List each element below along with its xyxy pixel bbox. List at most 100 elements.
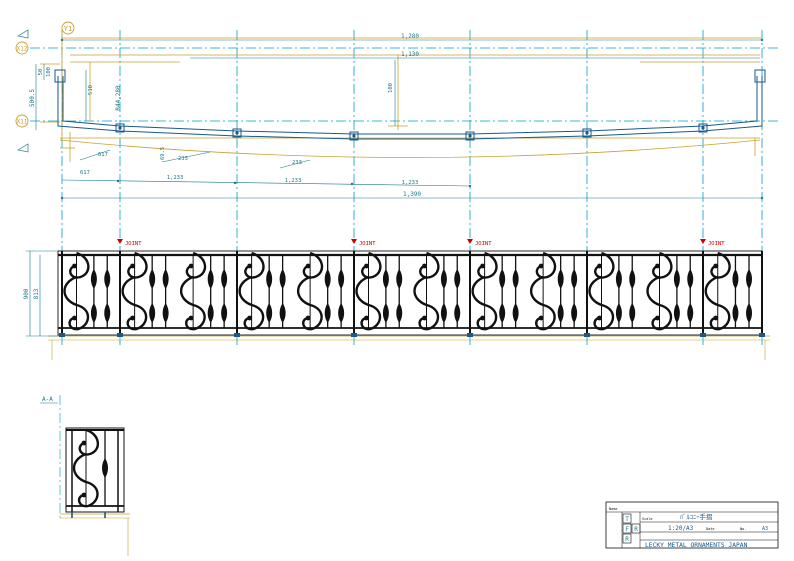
railing-panels: [59, 251, 765, 337]
dim-chain-2: 1,233: [285, 178, 302, 184]
grid-label-x12: X12: [17, 46, 28, 53]
spear-ornament: [338, 303, 345, 323]
railing-bay: [121, 251, 169, 331]
plan-post: [465, 131, 475, 141]
post-base: [467, 333, 473, 337]
spear-ornament: [221, 303, 228, 323]
dim-chain-3: 1,233: [402, 180, 419, 186]
railing-bay: [413, 251, 461, 331]
dim-offset-b: 100: [388, 83, 394, 93]
spear-ornament: [615, 303, 622, 323]
spear-ornament: [324, 269, 331, 289]
joint-marker: JOINT: [117, 239, 142, 247]
dim-left-small-b: 100: [46, 67, 52, 77]
view-right-label: R: [634, 526, 638, 533]
spear-ornament: [629, 303, 636, 323]
title-block: T F R R Name Scale ﾊﾞﾙｺﾆｰ手摺 1:20/A3 Date…: [605, 501, 779, 549]
joint-markers: JOINT JOINT JOINT JOINT: [117, 239, 725, 247]
spear-ornament: [673, 269, 680, 289]
leader-lines: [79, 149, 311, 169]
spear-ornament: [162, 269, 169, 289]
spear-ornament: [629, 269, 636, 289]
plan-posts: [115, 123, 708, 141]
joint-marker: JOINT: [467, 239, 492, 247]
grid-bubble-x11: X11: [15, 114, 29, 128]
spear-ornament: [207, 303, 214, 323]
post-base: [351, 333, 357, 337]
spear-ornament: [499, 303, 506, 323]
spear-ornament: [732, 303, 739, 323]
tb-project-name: ﾊﾞﾙｺﾆｰ手摺: [680, 512, 713, 521]
spear-ornament: [396, 269, 403, 289]
tb-name-caption: Name: [609, 507, 617, 511]
section-spear: [102, 458, 108, 478]
spear-ornament: [746, 269, 753, 289]
dim-gap-a: 69.5: [160, 147, 166, 160]
end-post-left: [54, 69, 66, 83]
post-base: [584, 333, 590, 337]
dim-radius: R44,280: [115, 85, 122, 111]
dim-seg-233b: 233: [292, 160, 302, 166]
dim-seg-617b: 617: [80, 170, 90, 176]
railing-bay: [646, 251, 694, 331]
railing-bay: [238, 251, 286, 331]
grid-label-y1: Y1: [64, 25, 72, 33]
railing-bay: [471, 251, 519, 331]
grid-label-x11: X11: [17, 119, 28, 126]
railing-bay: [588, 251, 636, 331]
spear-ornament: [149, 303, 156, 323]
spear-ornament: [266, 269, 273, 289]
spear-ornament: [557, 269, 564, 289]
railing-bay: [296, 251, 345, 331]
joint-label: JOINT: [475, 241, 492, 247]
post-base: [700, 333, 706, 337]
plan-post: [582, 128, 592, 138]
dim-left-height: 500.5: [29, 89, 36, 107]
dim-seg-617: 617: [98, 152, 108, 158]
spear-ornament: [571, 303, 578, 323]
dim-left-small-a: 50: [38, 69, 44, 76]
dim-height-rail: 813: [33, 288, 40, 299]
railing-bay: [704, 251, 753, 331]
view-top-label: T: [625, 516, 629, 523]
spear-ornament: [396, 303, 403, 323]
spear-ornament: [440, 269, 447, 289]
dim-inner-top: 1,130: [401, 51, 419, 58]
tb-date-caption: Date: [706, 527, 714, 531]
railing-bay: [355, 251, 403, 331]
section-a-a: A-A: [40, 395, 130, 556]
joint-label: JOINT: [359, 241, 376, 247]
dim-overall-bottom: 1,390: [403, 191, 421, 198]
plan-post: [349, 131, 359, 141]
tb-scale: 1:20/A3: [668, 525, 694, 532]
post-base: [59, 333, 65, 337]
spear-ornament: [382, 303, 389, 323]
spear-ornament: [732, 269, 739, 289]
plan-post: [232, 128, 242, 138]
spear-ornament: [571, 269, 578, 289]
railing-bay: [179, 251, 228, 331]
spear-ornament: [557, 303, 564, 323]
spear-ornament: [382, 269, 389, 289]
railing-frame: [57, 250, 763, 336]
tb-no-caption: No.: [740, 527, 746, 531]
spear-ornament: [90, 269, 97, 289]
spear-ornament: [266, 303, 273, 323]
joint-marker: JOINT: [700, 239, 725, 247]
dimension-ticks: [60, 38, 764, 200]
spear-ornament: [207, 269, 214, 289]
joint-label: JOINT: [125, 241, 142, 247]
tb-scale-caption: Scale: [642, 517, 653, 521]
dim-offset-a: 510: [88, 85, 94, 95]
railing-plan: [57, 76, 763, 140]
spear-ornament: [149, 269, 156, 289]
spear-ornament: [104, 303, 111, 323]
spear-ornament: [512, 269, 519, 289]
section-frame: [65, 427, 125, 513]
spear-ornament: [687, 303, 694, 323]
building-lines: [40, 30, 762, 162]
spear-ornament: [104, 269, 111, 289]
spear-ornament: [687, 269, 694, 289]
railing-bay: [63, 251, 111, 331]
